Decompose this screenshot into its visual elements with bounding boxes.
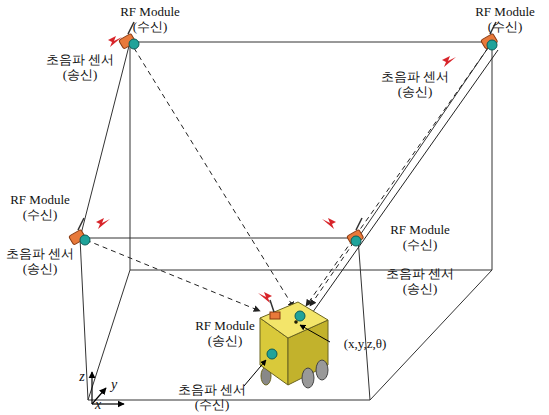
rf-signal-bolts [96, 36, 456, 303]
leader-lines [244, 325, 330, 386]
room-box [80, 42, 492, 400]
device-label: 초음파 센서 (송신) [3, 247, 78, 277]
device-label: RF Module (수신) [113, 5, 188, 35]
axis-label: y [111, 377, 117, 393]
device-label: RF Module (수신) [468, 5, 543, 35]
axis-label: z [79, 369, 84, 385]
device-label: RF Module (수신) [3, 193, 78, 223]
ultrasonic-rays [86, 48, 488, 311]
device-label: 초음파 센서 (수신) [175, 383, 250, 413]
device-label: 초음파 센서 (송신) [378, 70, 453, 100]
device-label: 초음파 센서 (송신) [43, 53, 118, 83]
device-label: RF Module (수신) [383, 223, 458, 253]
coordinate-label: (x,y,z,θ) [344, 337, 387, 352]
sensor-modules [69, 22, 498, 246]
axis-label: x [95, 397, 101, 413]
device-label: 초음파 센서 (송신) [383, 267, 458, 297]
mobile-robot [260, 300, 328, 388]
device-label: RF Module (송신) [188, 319, 263, 349]
rf-rays [310, 50, 498, 316]
